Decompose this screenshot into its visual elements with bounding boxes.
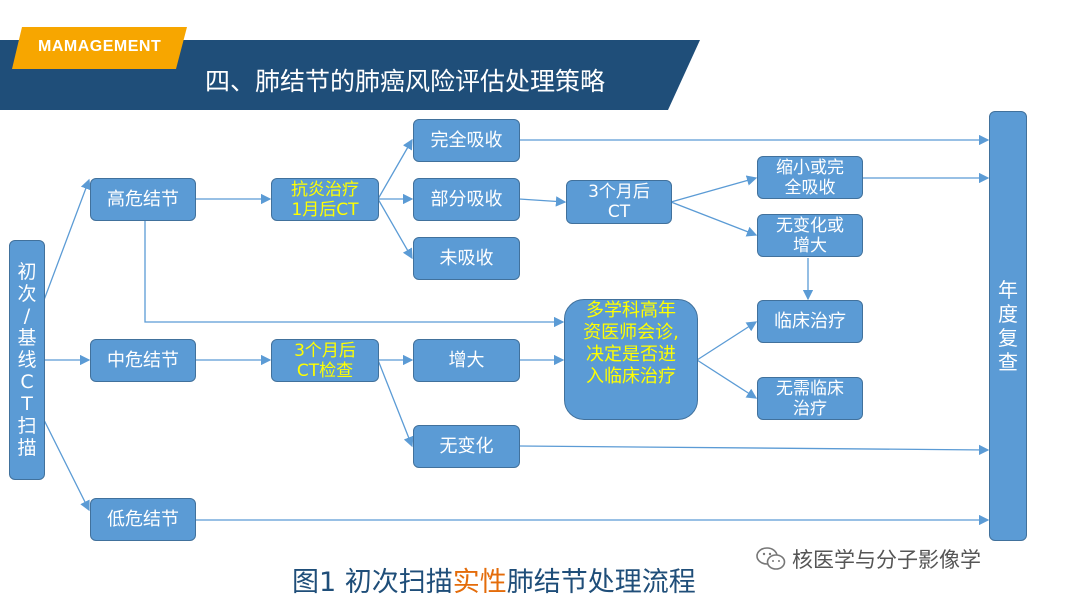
header-tag: MAMAGEMENT xyxy=(38,38,162,55)
mdt-consultation-node: 多学科高年资医师会诊,决定是否进入临床治疗 xyxy=(564,299,698,420)
increase-node: 增大 xyxy=(413,339,520,382)
no-clinical-treatment-node: 无需临床治疗 xyxy=(757,377,863,420)
shrink-or-complete-node: 缩小或完全吸收 xyxy=(757,156,863,199)
header-banner xyxy=(0,27,700,110)
high-risk-nodule-node: 高危结节 xyxy=(90,178,196,221)
no-change-node: 无变化 xyxy=(413,425,520,468)
watermark-text: 核医学与分子影像学 xyxy=(792,548,981,572)
complete-absorb-node: 完全吸收 xyxy=(413,119,520,162)
mid-risk-nodule-node: 中危结节 xyxy=(90,339,196,382)
low-risk-nodule-node: 低危结节 xyxy=(90,498,196,541)
wechat-icon xyxy=(756,547,786,570)
partial-absorb-node: 部分吸收 xyxy=(413,178,520,221)
no-change-or-grow-node: 无变化或增大 xyxy=(757,214,863,257)
not-absorbed-node: 未吸收 xyxy=(413,237,520,280)
page-title: 四、肺结节的肺癌风险评估处理策略 xyxy=(205,67,606,96)
annual-review-node: 年度复查 xyxy=(989,111,1027,541)
figure-caption: 图1 初次扫描实性肺结节处理流程 xyxy=(292,567,696,598)
caption-highlight: 实性 xyxy=(452,567,507,598)
watermark: 核医学与分子影像学 xyxy=(756,544,981,574)
clinical-treatment-node: 临床治疗 xyxy=(757,300,863,343)
